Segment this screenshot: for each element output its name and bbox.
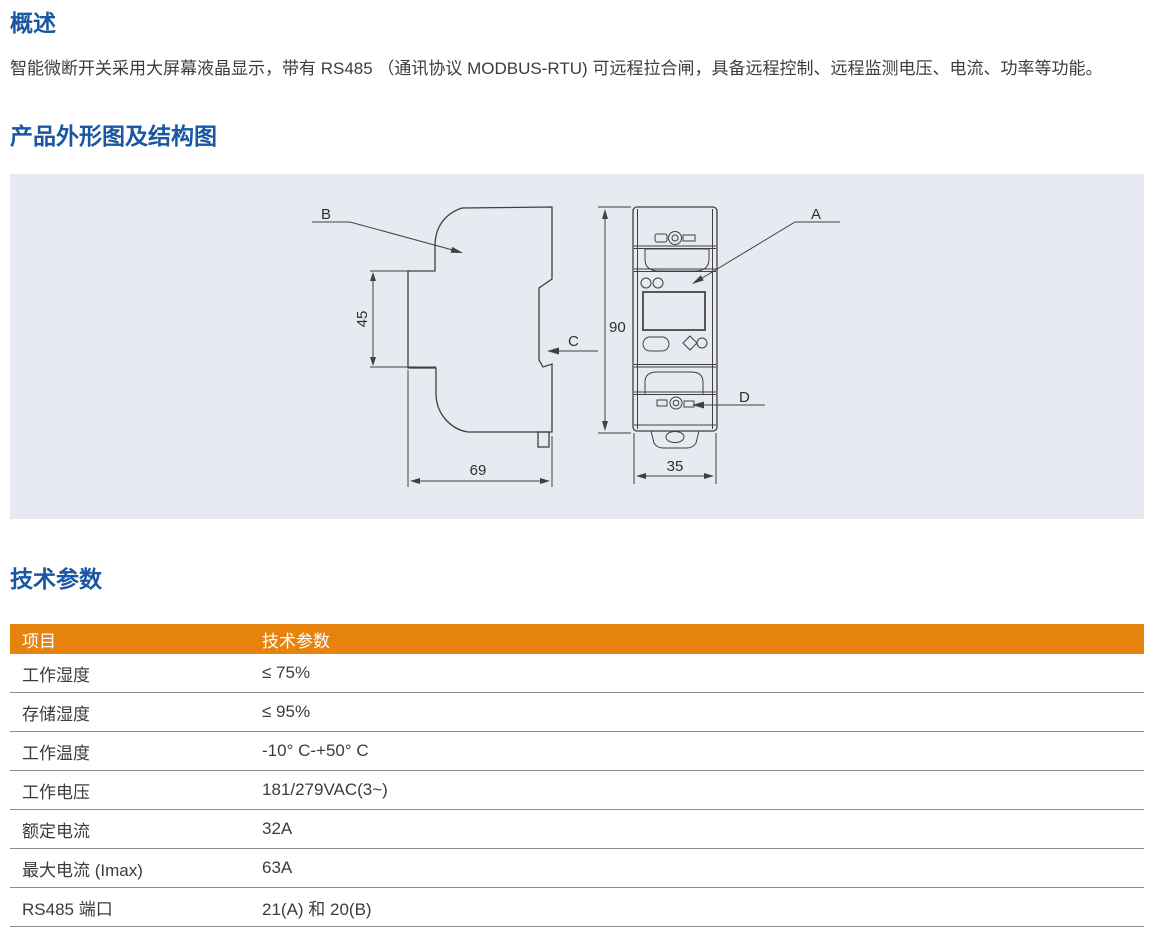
overview-heading: 概述	[10, 10, 56, 36]
spec-item: 工作温度	[10, 731, 262, 771]
spec-value: 181/279VAC(3~)	[262, 770, 1144, 810]
specs-table: 项目 技术参数 工作湿度 ≤ 75% 存储湿度 ≤ 95% 工作温度 -10° …	[10, 624, 1144, 927]
lcd-screen	[642, 291, 706, 331]
dim-35-label: 35	[667, 458, 684, 475]
dim-90-label: 90	[609, 319, 626, 336]
spec-item: 存储湿度	[10, 692, 262, 732]
bottom-terminal-screw-inner	[672, 399, 680, 407]
callout-b-arrow	[450, 246, 463, 253]
callout-d-arrow	[692, 401, 704, 409]
top-terminal-screw-inner	[671, 234, 679, 242]
spec-item: 额定电流	[10, 809, 262, 849]
callout-a-label: A	[811, 206, 821, 223]
indicator-led-2	[652, 277, 664, 289]
indicator-led-1	[640, 277, 652, 289]
callout-c-label: C	[568, 333, 579, 350]
callout-c-arrow	[547, 347, 559, 355]
dim-45-arrow-down	[370, 357, 376, 366]
spec-value: ≤ 95%	[262, 692, 1144, 732]
specs-table-header-row: 项目 技术参数	[10, 624, 1144, 654]
callout-a-arrow	[692, 275, 704, 284]
diagram-heading: 产品外形图及结构图	[10, 123, 217, 149]
bottom-terminal-right-slot	[683, 400, 695, 408]
spec-item: 最大电流 (Imax)	[10, 848, 262, 888]
spec-item: 工作电压	[10, 770, 262, 810]
callout-d-label: D	[739, 389, 750, 406]
spec-value: 21(A) 和 20(B)	[262, 887, 1144, 927]
din-clip-hole	[665, 431, 685, 443]
table-row: 工作湿度 ≤ 75%	[10, 654, 1144, 693]
din-clip	[650, 430, 700, 449]
set-button	[642, 336, 670, 352]
callout-b-leader	[312, 221, 461, 253]
spec-value: 32A	[262, 809, 1144, 849]
overview-paragraph: 智能微断开关采用大屏幕液晶显示，带有 RS485 （通讯协议 MODBUS-RT…	[10, 59, 1103, 78]
table-row: 最大电流 (Imax) 63A	[10, 848, 1144, 888]
side-view-outline	[407, 206, 553, 433]
dim-90-arrow-down	[602, 421, 608, 431]
dim-45-arrow-up	[370, 272, 376, 281]
product-diagram: 45 69 B C	[312, 206, 840, 487]
circle-mark	[696, 337, 708, 349]
top-terminal-right-slot	[682, 234, 696, 242]
spec-value: ≤ 75%	[262, 654, 1144, 693]
table-row: RS485 端口 21(A) 和 20(B)	[10, 887, 1144, 927]
table-row: 工作电压 181/279VAC(3~)	[10, 770, 1144, 810]
top-terminal-left-slot	[654, 233, 668, 243]
specs-col-header-value: 技术参数	[262, 624, 1144, 654]
dim-45-label: 45	[354, 311, 371, 328]
table-row: 存储湿度 ≤ 95%	[10, 692, 1144, 732]
dim-69-arrow-right	[540, 478, 550, 484]
dim-69-arrow-left	[410, 478, 420, 484]
bottom-terminal-cover	[644, 371, 704, 394]
spec-item: RS485 端口	[10, 887, 262, 927]
table-row: 额定电流 32A	[10, 809, 1144, 849]
product-diagram-panel: 45 69 B C	[10, 174, 1144, 519]
dim-90-arrow-up	[602, 209, 608, 219]
spec-value: 63A	[262, 848, 1144, 888]
callout-b-label: B	[321, 206, 331, 223]
table-row: 工作温度 -10° C-+50° C	[10, 731, 1144, 771]
diamond-mark	[682, 335, 698, 351]
spec-value: -10° C-+50° C	[262, 731, 1144, 771]
dim-35-arrow-left	[636, 473, 646, 479]
dim-69-label: 69	[470, 462, 487, 479]
specs-heading: 技术参数	[10, 566, 102, 592]
top-terminal-cover	[644, 248, 710, 272]
spec-item: 工作湿度	[10, 654, 262, 693]
specs-col-header-item: 项目	[10, 624, 262, 654]
bottom-terminal-left-slot	[656, 399, 668, 407]
bottom-terminal-screw	[669, 396, 683, 410]
dim-35-arrow-right	[704, 473, 714, 479]
side-view-din-latch	[537, 431, 550, 448]
callout-a-leader	[693, 221, 840, 284]
top-terminal-screw	[668, 231, 682, 245]
